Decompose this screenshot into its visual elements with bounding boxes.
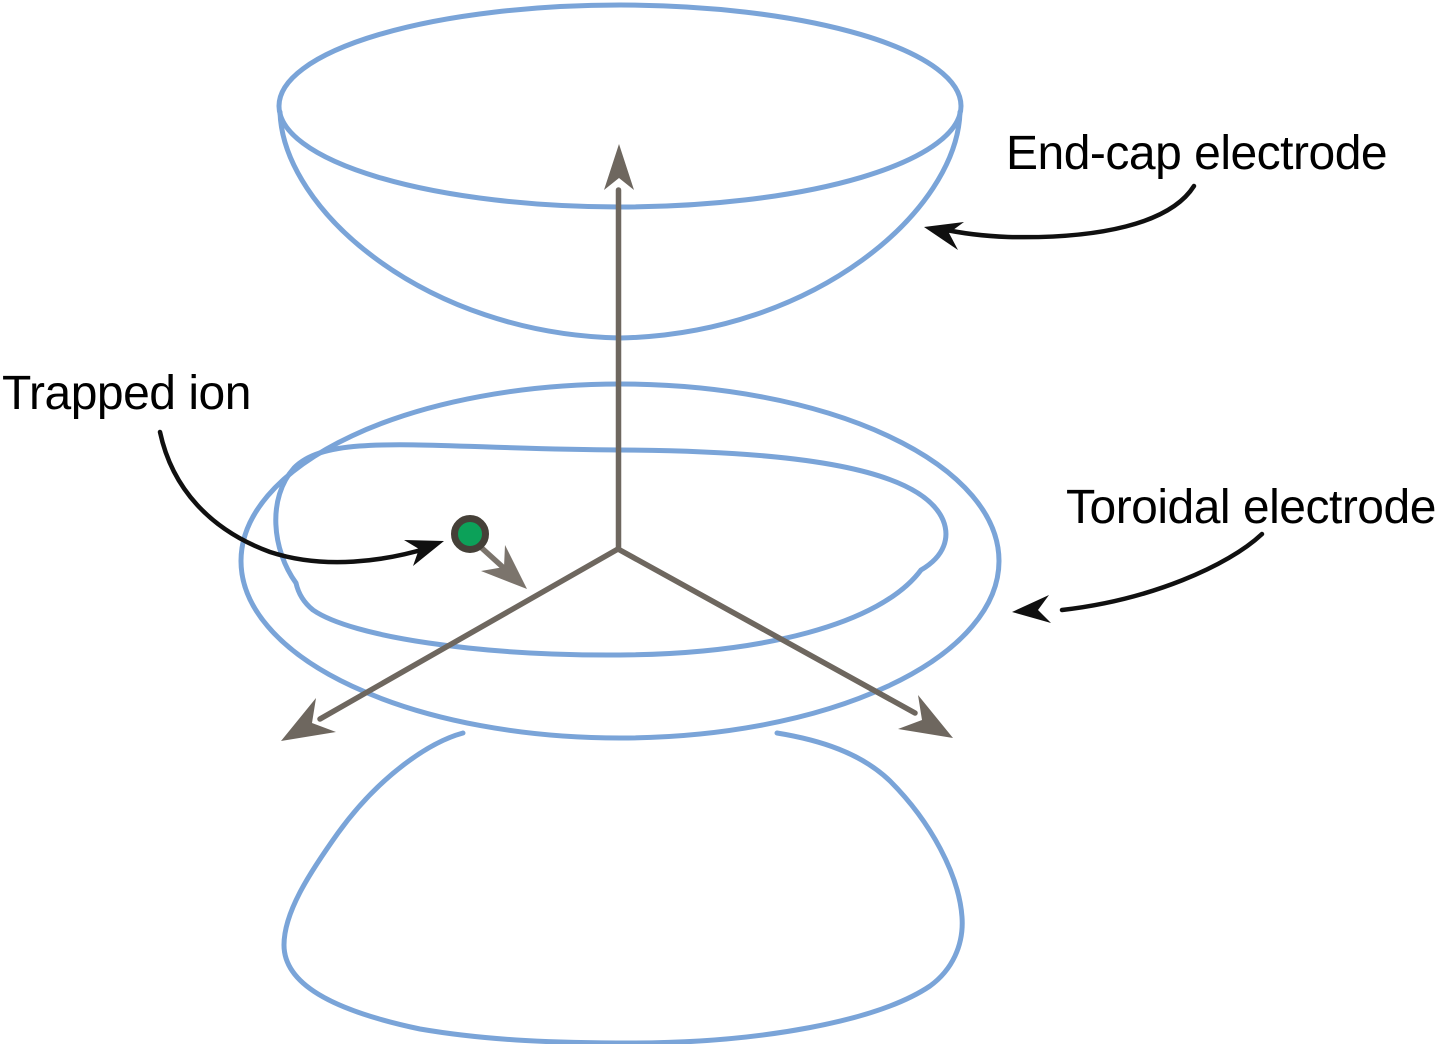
trapped-ion-group [451, 515, 527, 589]
ion-motion-arrowhead-icon [481, 545, 527, 589]
axis-y-shaft [615, 546, 918, 716]
annotation-arrow-curves [157, 183, 1265, 613]
trapped-ion-label-arrowhead-icon [404, 540, 444, 566]
end-cap-electrode-label: End-cap electrode [1006, 127, 1388, 180]
axis-x-shaft [317, 546, 621, 722]
axis-y-arrowhead-icon [898, 695, 953, 738]
coordinate-axes [281, 144, 953, 741]
endcap-bottom-dome [281, 730, 965, 1044]
toroidal-electrode-label: Toroidal electrode [1066, 481, 1436, 534]
axis-z-arrowhead-icon [604, 144, 634, 190]
axis-shafts [317, 187, 918, 722]
toroidal-label-arrowhead-icon [1012, 595, 1051, 623]
endcap-label-arrowhead-icon [924, 222, 964, 250]
trapped-ion-dot [451, 515, 489, 553]
trapped-ion-label: Trapped ion [2, 367, 251, 420]
toroidal-label-arrow [1059, 531, 1265, 613]
endcap-label-arrow [939, 183, 1197, 240]
toroid-inner-rim [273, 442, 949, 658]
annotation-arrows [157, 183, 1265, 623]
axis-x-arrowhead-icon [281, 698, 336, 741]
trapped-ion-label-arrow [157, 429, 431, 565]
